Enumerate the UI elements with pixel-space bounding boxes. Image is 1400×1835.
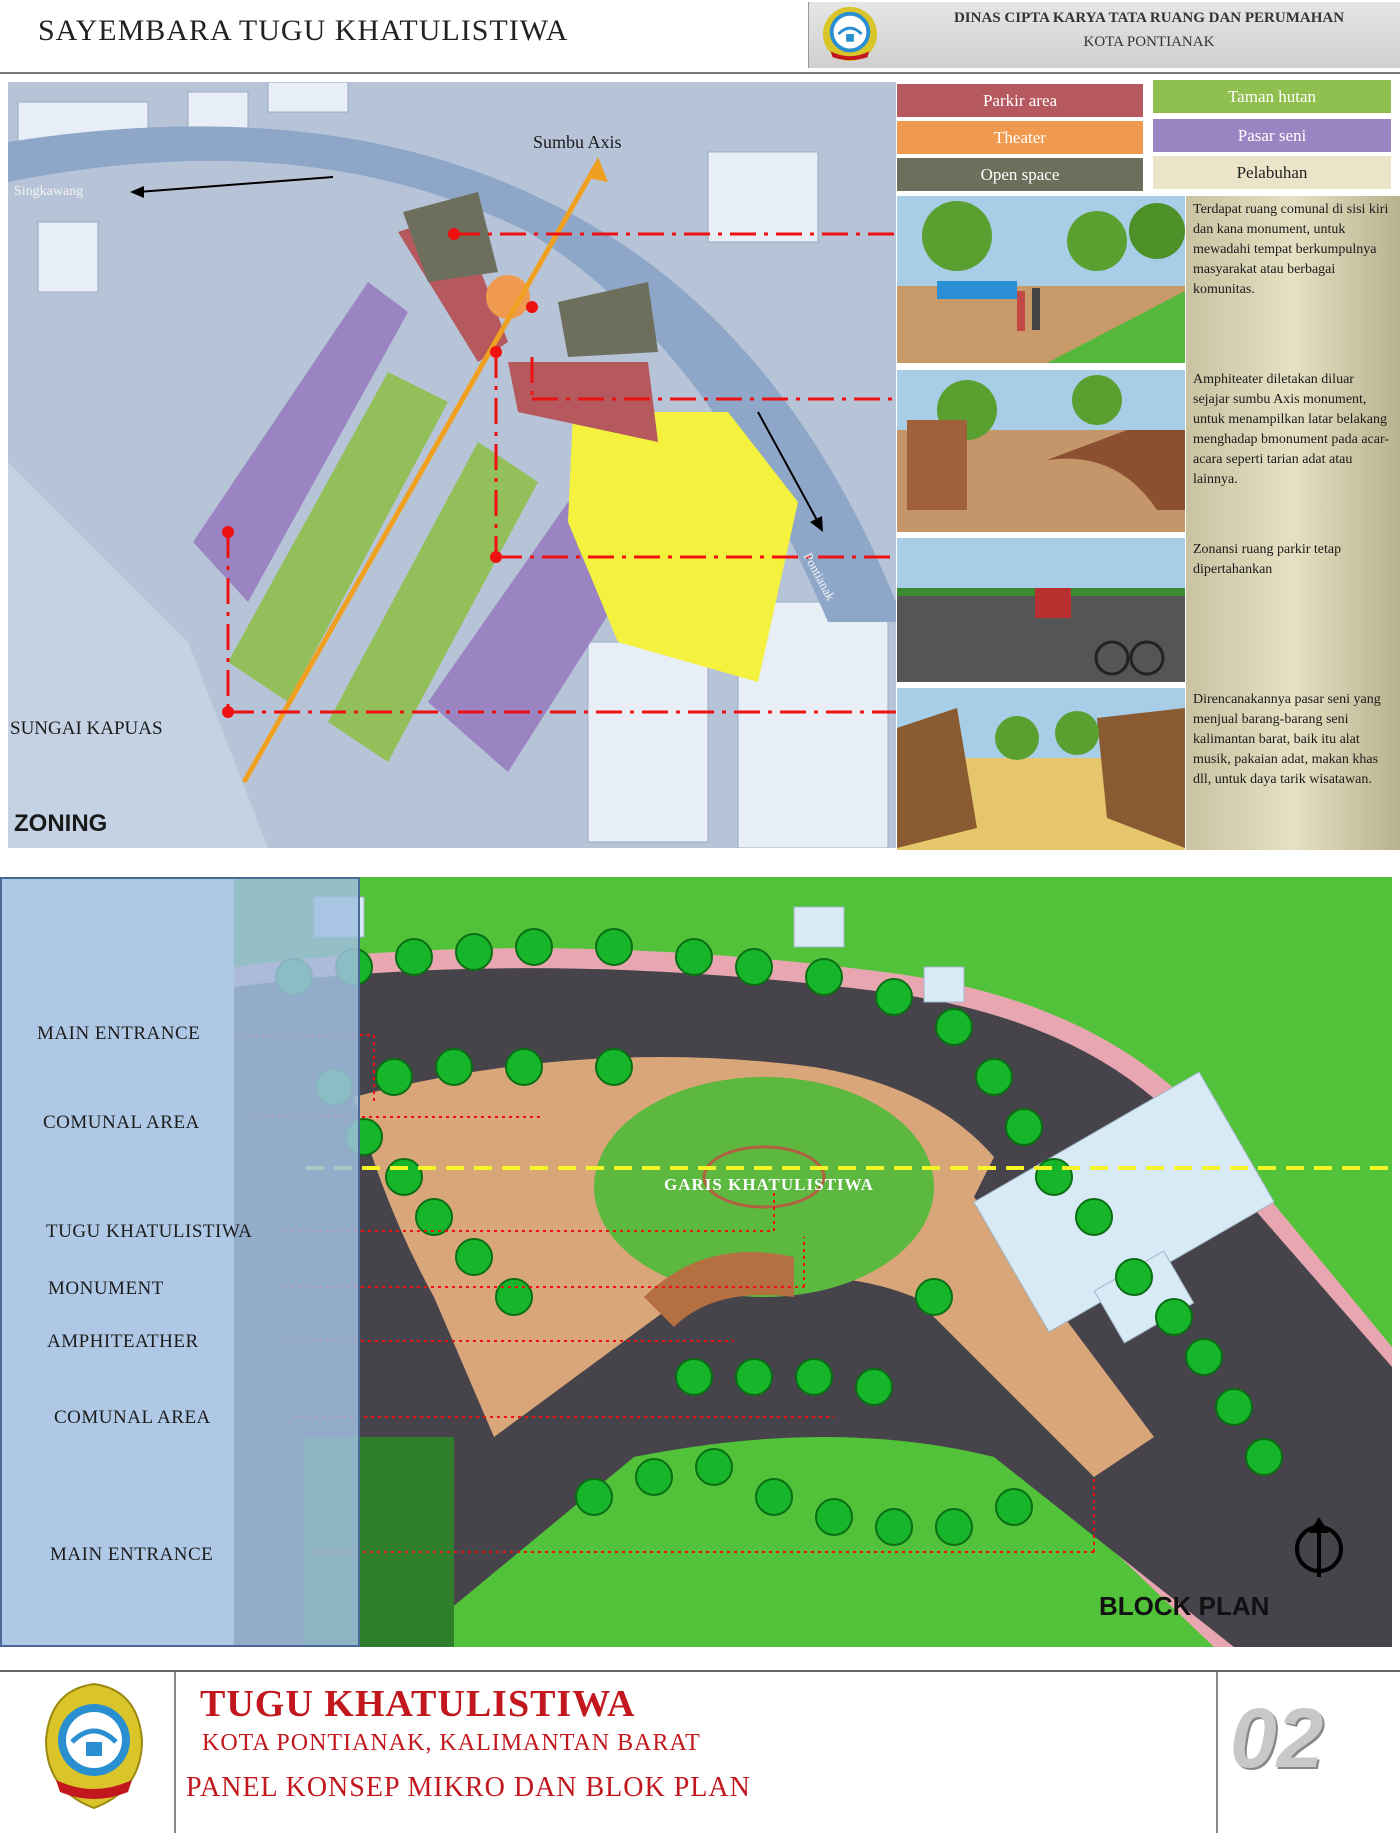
art-market-render <box>897 688 1185 850</box>
page-title: SAYEMBARA TUGU KHATULISTIWA <box>38 14 569 47</box>
department-box: DINAS CIPTA KARYA TATA RUANG DAN PERUMAH… <box>808 2 1400 68</box>
note-parking: Zonansi ruang parkir tetap dipertahankan <box>1193 542 1342 577</box>
city-emblem-footer-icon <box>44 1682 144 1810</box>
note-communal: Terdapat ruang comunal di sisi kiri dan … <box>1193 202 1389 297</box>
city-emblem-icon <box>822 6 878 62</box>
label-monument: MONUMENT <box>48 1278 164 1299</box>
legend-pelabuhan: Pelabuhan <box>1153 156 1391 189</box>
amphitheater-render <box>897 370 1185 532</box>
label-communal-area-top: COMUNAL AREA <box>43 1112 200 1133</box>
label-main-entrance-top: MAIN ENTRANCE <box>37 1023 201 1044</box>
equator-line-label: GARIS KHATULISTIWA <box>664 1175 874 1194</box>
legend-theater: Theater <box>897 121 1143 154</box>
legend-parkir-area: Parkir area <box>897 84 1143 117</box>
block-plan-label-panel <box>0 877 360 1647</box>
label-main-entrance-bottom: MAIN ENTRANCE <box>50 1544 214 1565</box>
block-plan-title: BLOCK PLAN <box>1099 1591 1270 1621</box>
footer-title: TUGU KHATULISTIWA <box>200 1683 636 1725</box>
page-number: 02 <box>1230 1691 1324 1785</box>
department-name: DINAS CIPTA KARYA TATA RUANG DAN PERUMAH… <box>953 10 1345 26</box>
sumbu-axis-label: Sumbu Axis <box>533 132 622 152</box>
legend-open-space: Open space <box>897 158 1143 191</box>
singkawang-label: Singkawang <box>14 184 84 199</box>
department-city: KOTA PONTIANAK <box>1083 34 1215 50</box>
label-communal-area-bottom: COMUNAL AREA <box>54 1407 211 1428</box>
notes-panel <box>1186 196 1400 850</box>
zoning-title: ZONING <box>14 810 108 837</box>
label-amphitheater: AMPHITEATHER <box>47 1331 199 1352</box>
zoning-site-plan <box>8 82 896 848</box>
footer-subtitle: KOTA PONTIANAK, KALIMANTAN BARAT <box>202 1730 701 1756</box>
block-plan-render: GARIS KHATULISTIWA BLOCK PLAN <box>234 877 1392 1647</box>
legend-taman-hutan: Taman hutan <box>1153 80 1391 113</box>
note-art-market: Direncanakannya pasar seni yang menjual … <box>1193 692 1381 787</box>
note-amphitheater: Amphiteater diletakan diluar sejajar sum… <box>1193 372 1390 487</box>
page-footer <box>0 1670 1400 1835</box>
parking-render <box>897 538 1185 682</box>
footer-divider-left <box>174 1672 176 1833</box>
page-header <box>0 0 1400 74</box>
communal-area-render <box>897 196 1185 363</box>
sungai-kapuas-label: SUNGAI KAPUAS <box>10 718 163 739</box>
legend-pasar-seni: Pasar seni <box>1153 119 1391 152</box>
footer-panel-name: PANEL KONSEP MIKRO DAN BLOK PLAN <box>186 1772 751 1803</box>
footer-divider-right <box>1216 1672 1218 1833</box>
zoning-map: Sumbu Axis Singkawang Pontianak SUNGAI K… <box>8 82 896 848</box>
label-tugu-khatulistiwa: TUGU KHATULISTIWA <box>46 1221 253 1242</box>
